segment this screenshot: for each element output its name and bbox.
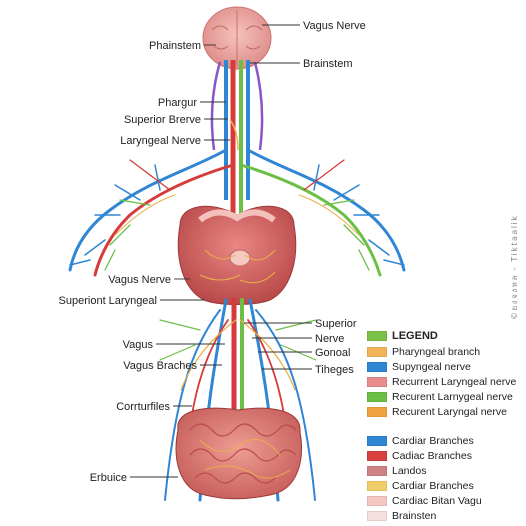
watermark: ©ยงจงหล - Tiktaalik xyxy=(510,215,519,320)
legend-label: Recurrent Laryngeal nerve xyxy=(392,375,517,388)
legend-swatch xyxy=(367,346,387,357)
legend-label: Cardiac Bitan Vagu xyxy=(392,494,482,507)
legend-item: Recurent Larnygeal nerve xyxy=(367,389,525,404)
label-superiont-laryngeal: Superiont Laryngeal xyxy=(59,295,157,307)
legend-title-swatch xyxy=(367,331,387,341)
legend-swatch xyxy=(367,361,387,372)
label-phargur: Phargur xyxy=(158,97,197,109)
legend-label: Supyngeal nerve xyxy=(392,360,471,373)
legend-swatch xyxy=(367,480,387,491)
legend-label: Cardiar Branches xyxy=(392,479,474,492)
label-superior-brerve: Superior Brerve xyxy=(124,114,201,126)
legend-item: Cadiac Branches xyxy=(367,448,525,463)
brain xyxy=(202,6,272,70)
legend-item: Brainsten xyxy=(367,508,525,523)
label-superior: Superior xyxy=(315,318,357,330)
legend-item: Recurent Laryngal nerve xyxy=(367,404,525,419)
legend-swatch xyxy=(367,465,387,476)
legend-item: Landos xyxy=(367,463,525,478)
label-nerve: Nerve xyxy=(315,333,344,345)
label-vagus-nerve-top: Vagus Nerve xyxy=(303,20,366,32)
label-phainstem: Phainstem xyxy=(149,40,201,52)
legend-item: Pharyngeal branch xyxy=(367,344,525,359)
legend-item: Recurrent Laryngeal nerve xyxy=(367,374,525,389)
legend-swatch xyxy=(367,450,387,461)
legend-label: Cardiar Branches xyxy=(392,434,474,447)
label-vagus-braches: Vagus Braches xyxy=(123,360,197,372)
legend-swatch xyxy=(367,435,387,446)
legend-swatch xyxy=(367,376,387,387)
legend-label: Recurent Laryngal nerve xyxy=(392,405,507,418)
label-gonoal: Gonoal xyxy=(315,347,350,359)
label-laryngeal-nerve: Laryngeal Nerve xyxy=(120,135,201,147)
legend-item: Supyngeal nerve xyxy=(367,359,525,374)
legend-label: Recurent Larnygeal nerve xyxy=(392,390,513,403)
labels-left: Phainstem Phargur Superior Brerve Laryng… xyxy=(59,40,201,484)
leader-lines-right xyxy=(244,24,312,370)
label-vagus: Vagus xyxy=(123,339,154,351)
legend-item: Cardiar Branches xyxy=(367,433,525,448)
legend-label: Cadiac Branches xyxy=(392,449,472,462)
heart xyxy=(177,205,297,305)
legend-swatch xyxy=(367,495,387,506)
watermark-text: ©ยงจงหล - Tiktaalik xyxy=(510,215,519,320)
label-brainstem: Brainstem xyxy=(303,58,353,70)
legend-swatch xyxy=(367,406,387,417)
upper-branches xyxy=(68,148,406,277)
legend-item: Cardiar Branches xyxy=(367,478,525,493)
leader-lines-left xyxy=(130,44,230,478)
legend-item: Cardiac Bitan Vagu xyxy=(367,493,525,508)
legend-title: LEGEND xyxy=(392,330,438,342)
label-tiheges: Tiheges xyxy=(315,364,354,376)
label-vagus-nerve-left: Vagus Nerve xyxy=(108,274,171,286)
legend-swatch xyxy=(367,391,387,402)
abdominal-vessels xyxy=(159,297,317,502)
neck-vessels xyxy=(210,60,264,215)
legend-label: Landos xyxy=(392,464,427,477)
labels-right: Vagus Nerve Brainstem Superior Nerve Gon… xyxy=(303,20,366,376)
legend-label: Brainsten xyxy=(392,509,437,522)
legend-swatch xyxy=(367,510,387,521)
legend-label: Pharyngeal branch xyxy=(392,345,481,358)
label-erbuice: Erbuice xyxy=(90,472,127,484)
label-corrturfiles: Corrturfiles xyxy=(116,401,170,413)
intestines xyxy=(175,407,302,500)
legend-title-row: LEGEND xyxy=(367,328,525,344)
